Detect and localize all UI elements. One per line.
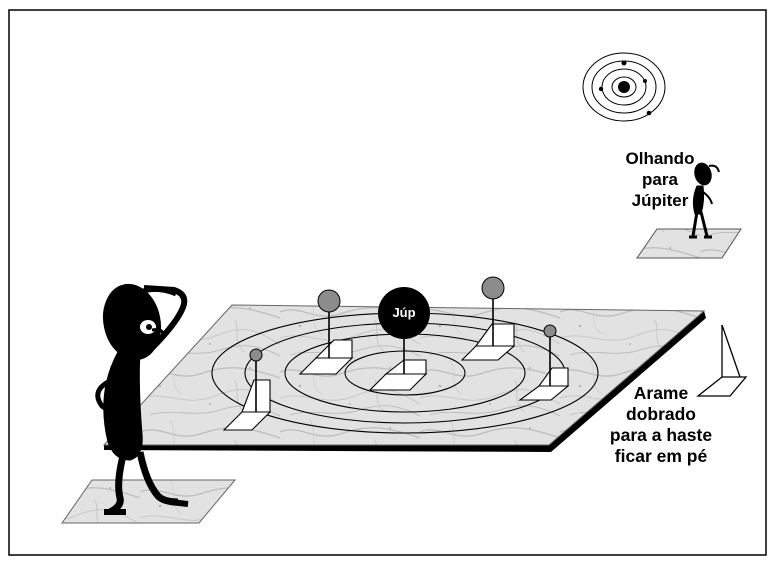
planet-label-jup: Júp (392, 305, 416, 320)
caption-line: Arame (633, 383, 689, 403)
small-person-icon (689, 162, 720, 239)
caption-line: para a haste (609, 425, 713, 445)
wire-stands (222, 323, 570, 431)
caption-line: Júpiter (631, 191, 689, 210)
planet-gray-2 (317, 289, 341, 313)
planet-gray-3 (481, 276, 505, 300)
looking-at-jupiter-caption: Olhando para Júpiter (600, 148, 720, 211)
planet-jupiter (378, 287, 430, 339)
bent-wire-illustration (696, 324, 748, 397)
planet-gray-1 (249, 348, 263, 362)
caption-line: ficar em pé (614, 446, 708, 466)
small-board (636, 228, 742, 259)
caption-line: dobrado (626, 404, 696, 424)
figure-border (8, 9, 767, 556)
jupiter-system-icon (582, 52, 666, 122)
person-figure (95, 283, 189, 516)
caption-line: para (642, 170, 678, 189)
planet-gray-4 (543, 324, 557, 338)
bent-wire-caption: Arame dobrado para a haste ficar em pé (596, 383, 726, 467)
caption-line: Olhando (625, 149, 695, 168)
